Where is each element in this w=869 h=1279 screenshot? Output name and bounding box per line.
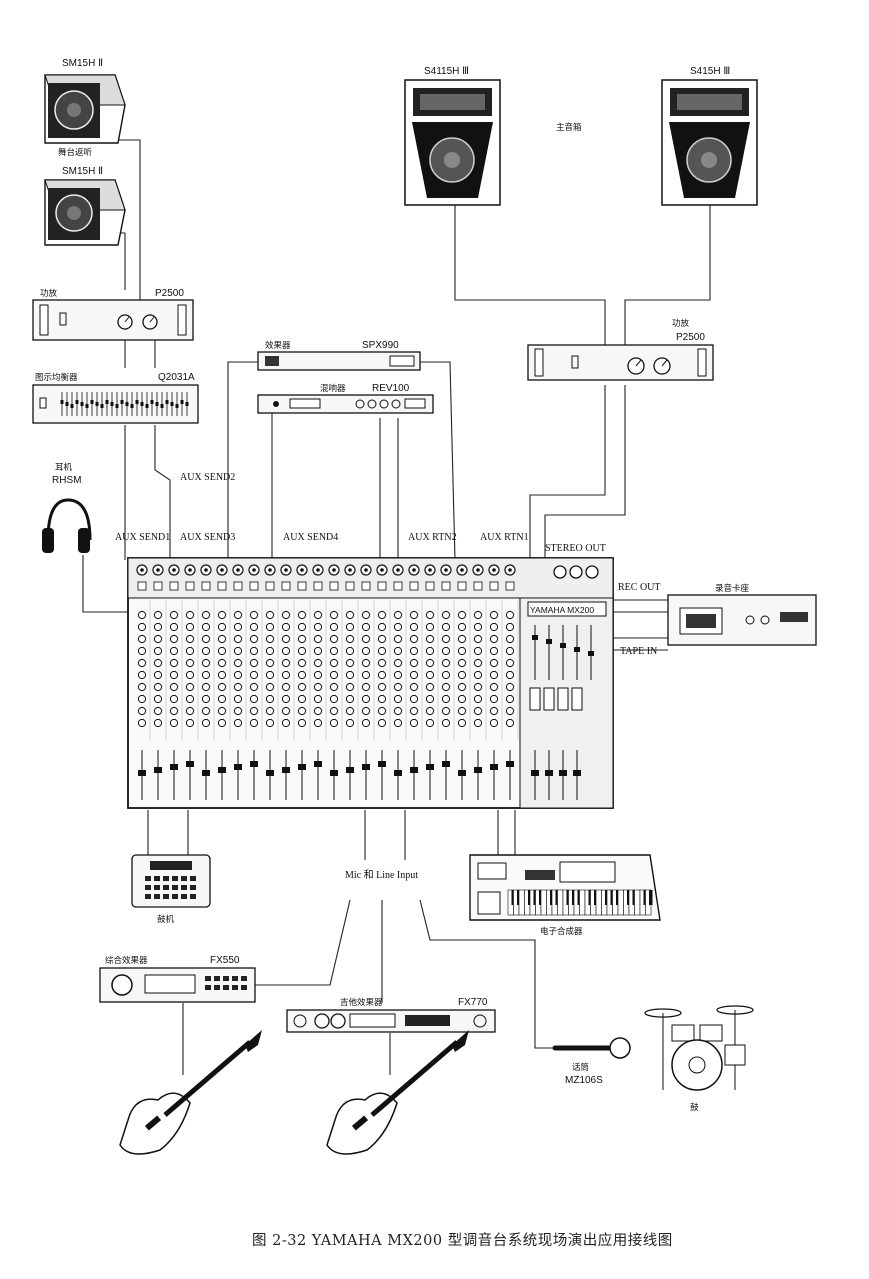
monitor-bottom-model: SM15H Ⅱ <box>62 166 103 177</box>
headphones: 耳机 RHSM <box>42 462 92 553</box>
cassette-caption: 录音卡座 <box>715 583 750 593</box>
eq-model: Q2031A <box>158 372 195 383</box>
synthesizer: 电子合成器 <box>469 854 661 936</box>
fx770-model: FX770 <box>458 997 488 1008</box>
label-aux-send3: AUX SEND3 <box>180 532 235 543</box>
monitor-amp-caption: 功放 <box>40 288 58 298</box>
fx550-caption: 综合效果器 <box>105 955 148 965</box>
synth-caption: 电子合成器 <box>540 926 583 936</box>
drum-machine: 鼓机 <box>131 854 211 924</box>
label-stereo-out: STEREO OUT <box>545 543 606 554</box>
label-aux-rtn2: AUX RTN2 <box>408 532 457 543</box>
main-amp-model: P2500 <box>676 332 705 343</box>
mixer-brand-badge: YAMAHA MX200 <box>530 605 594 615</box>
mic-model: MZ106S <box>565 1075 603 1086</box>
label-aux-send1: AUX SEND1 <box>115 532 170 543</box>
headphones-model: RHSM <box>52 475 81 486</box>
main-speakers-caption: 主音箱 <box>556 122 582 132</box>
effects-model: SPX990 <box>362 340 399 351</box>
main-amplifier: 功放 P2500 <box>527 318 714 381</box>
monitor-top-model: SM15H Ⅱ <box>62 58 103 69</box>
stage-monitor-top: SM15H Ⅱ 舞台返听 <box>44 58 126 157</box>
drum-machine-caption: 鼓机 <box>157 914 175 924</box>
stage-monitor-bottom: SM15H Ⅱ <box>44 166 126 246</box>
headphones-caption: 耳机 <box>55 462 73 472</box>
effects-processor: 效果器 SPX990 <box>257 340 421 371</box>
label-aux-rtn1: AUX RTN1 <box>480 532 529 543</box>
eq-caption: 图示均衡器 <box>35 372 78 382</box>
monitor-amplifier: 功放 P2500 <box>32 288 194 341</box>
label-aux-send4: AUX SEND4 <box>283 532 338 543</box>
figure-caption: 图 2-32 YAMAHA MX200 型调音台系统现场演出应用接线图 <box>252 1231 673 1249</box>
multi-effects-fx550: 综合效果器 FX550 <box>99 955 256 1003</box>
electric-guitar-right <box>326 1030 469 1155</box>
drum-kit: 鼓 <box>644 1005 754 1112</box>
cassette-deck: 录音卡座 <box>667 583 817 646</box>
mixer-console: YAMAHA MX200 AUX SEND2 AUX SEND1 AUX SEN… <box>115 472 661 809</box>
label-tape-in: TAPE IN <box>620 646 657 657</box>
fx550-model: FX550 <box>210 955 240 966</box>
graphic-equalizer: 图示均衡器 Q2031A <box>32 372 199 424</box>
main-speaker-right: S415H Ⅲ <box>661 66 758 206</box>
monitor-amp-model: P2500 <box>155 288 184 299</box>
mic-caption: 话筒 <box>572 1062 589 1072</box>
fx770-caption: 吉他效果器 <box>340 997 383 1007</box>
label-aux-send2: AUX SEND2 <box>180 472 235 483</box>
main-speaker-left: S4115H Ⅲ <box>404 66 501 206</box>
microphone: 话筒 MZ106S <box>552 1037 631 1086</box>
effects-caption: 效果器 <box>265 340 291 350</box>
main-speaker-right-model: S415H Ⅲ <box>690 66 730 77</box>
signal-wires <box>82 139 711 1075</box>
label-rec-out: REC OUT <box>618 582 661 593</box>
reverb-model: REV100 <box>372 383 410 394</box>
reverb-processor: 混响器 REV100 <box>257 383 434 414</box>
reverb-caption: 混响器 <box>320 383 346 393</box>
electric-guitar-left <box>119 1030 262 1155</box>
main-amp-caption: 功放 <box>672 318 690 328</box>
drums-caption: 鼓 <box>690 1102 699 1112</box>
guitar-effects-fx770: 吉他效果器 FX770 <box>286 997 496 1033</box>
monitor-top-caption: 舞台返听 <box>58 147 93 157</box>
main-speaker-left-model: S4115H Ⅲ <box>424 66 469 77</box>
mic-line-input-label: Mic 和 Line Input <box>345 869 418 881</box>
